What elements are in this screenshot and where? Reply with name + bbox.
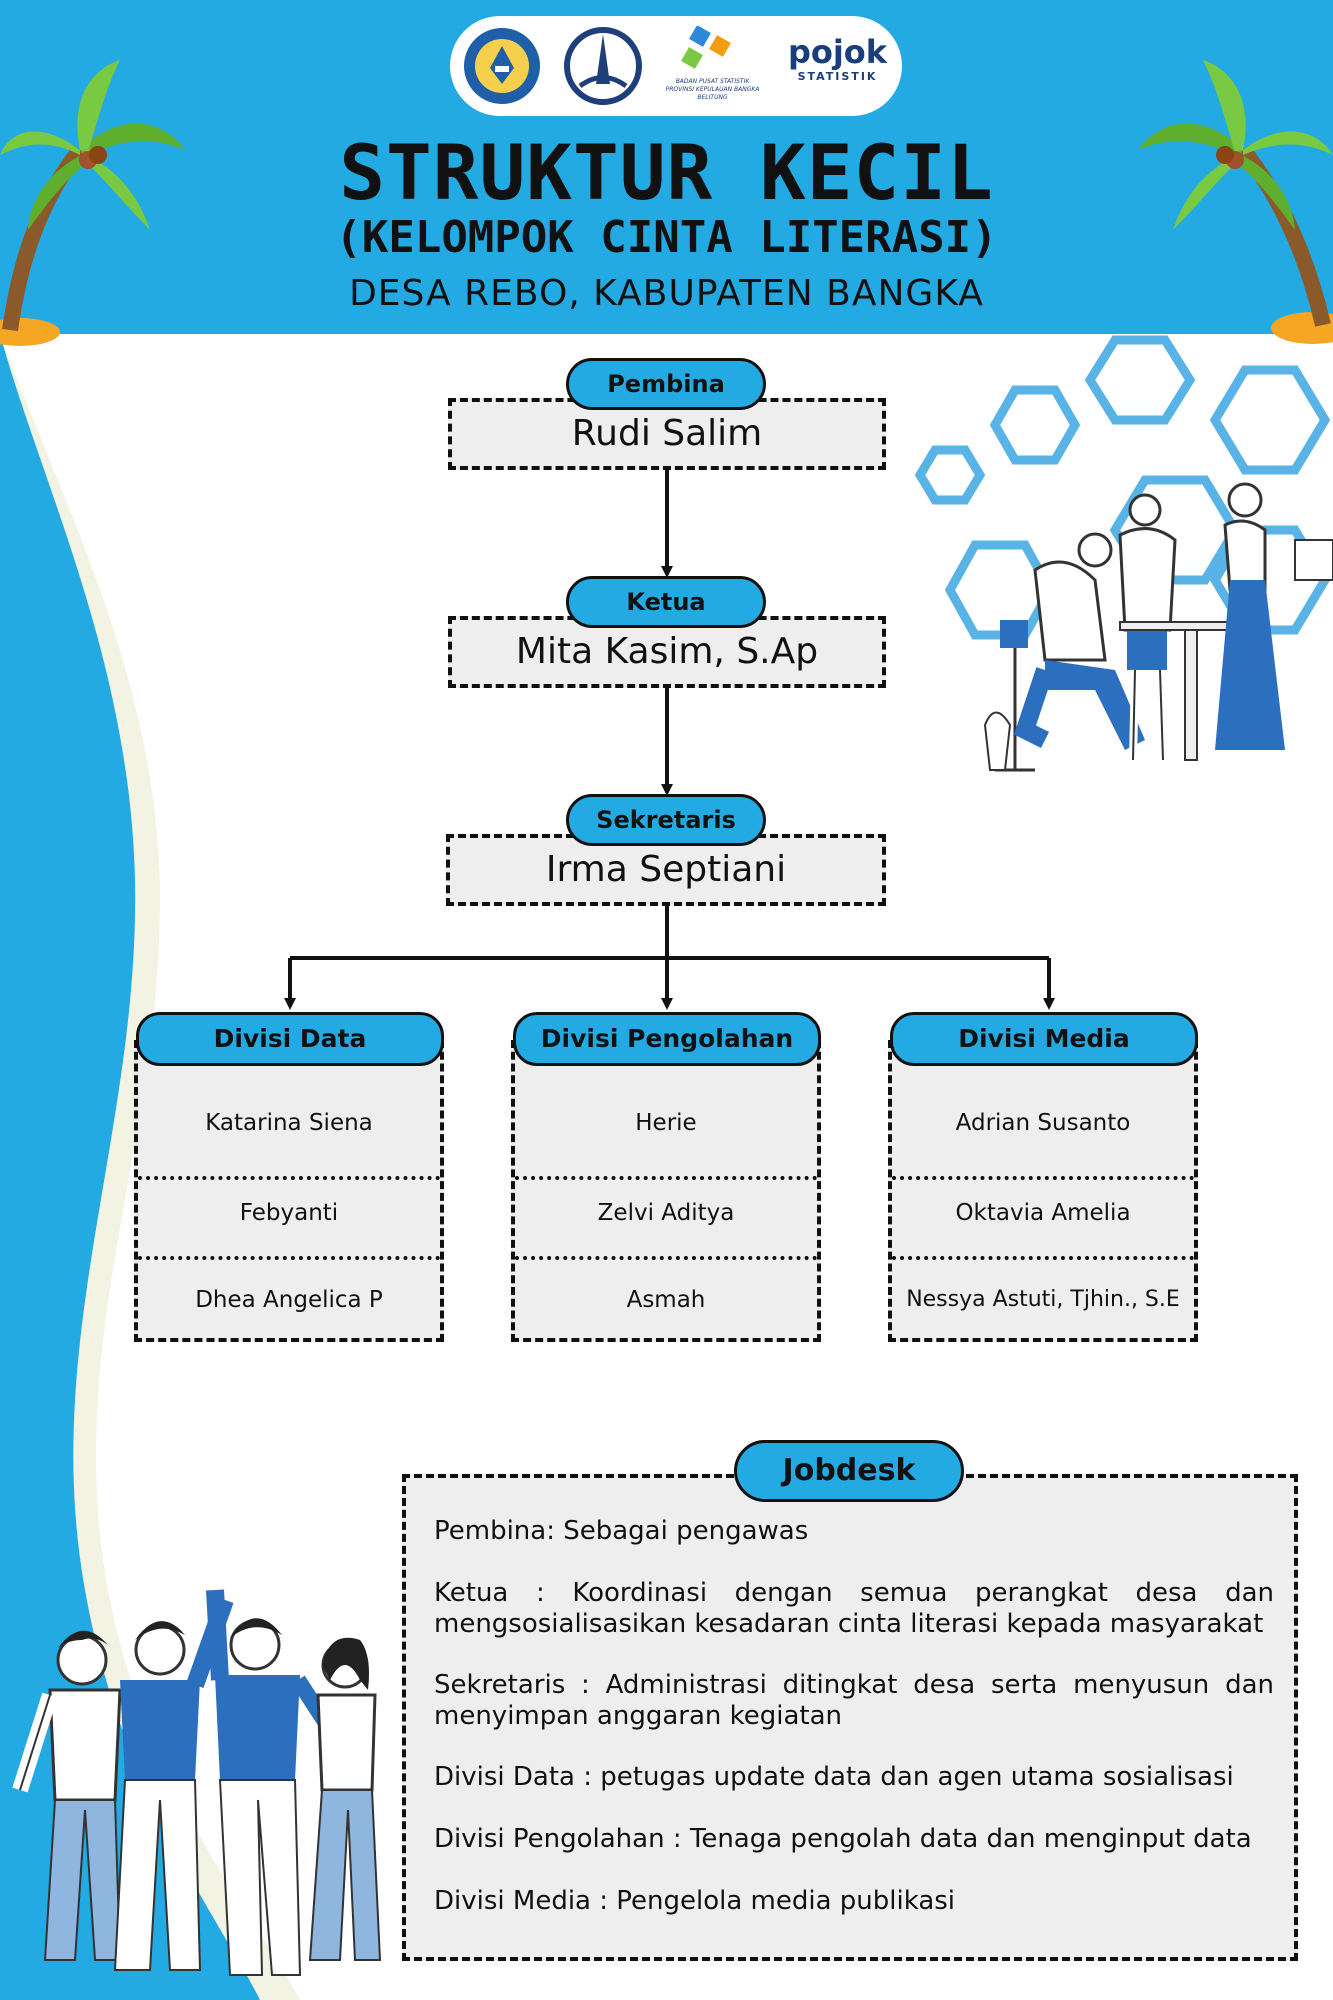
pembina-role-label: Pembina	[607, 370, 725, 398]
jobdesk-divisi-media: Divisi Media : Pengelola media publikasi	[434, 1886, 956, 1916]
pembina-role-pill: Pembina	[566, 358, 766, 410]
member-asmah: Asmah	[626, 1287, 706, 1313]
palm-tree-right-icon	[1138, 60, 1333, 344]
bps-caption-line2: PROVINSI KEPULAUAN BANGKA BELITUNG	[665, 86, 760, 101]
member-nessya-astuti: Nessya Astuti, Tjhin., S.E	[906, 1287, 1180, 1312]
member-separator	[138, 1176, 440, 1180]
logo-pill: BADAN PUSAT STATISTIK PROVINSI KEPULAUAN…	[450, 16, 902, 116]
member-herie: Herie	[635, 1110, 697, 1136]
left-wave-blue	[0, 334, 260, 2000]
page-title: STRUKTUR KECIL	[339, 128, 994, 217]
location-text: DESA REBO, KABUPATEN BANGKA	[349, 273, 984, 314]
sekretaris-role-label: Sekretaris	[596, 806, 736, 834]
pojok-logo-subword: STATISTIK	[797, 70, 878, 83]
member-separator	[515, 1176, 817, 1180]
member-katarina-siena: Katarina Siena	[205, 1110, 373, 1136]
member-separator	[138, 1256, 440, 1260]
pojok-logo-word: pojok	[787, 33, 888, 71]
jobdesk-title-pill: Jobdesk	[734, 1440, 964, 1502]
team-illustration	[915, 335, 1333, 772]
bps-logo-icon	[681, 26, 731, 69]
divisi-data-pill: Divisi Data	[136, 1012, 444, 1066]
jobdesk-title: Jobdesk	[782, 1453, 916, 1488]
page-subtitle: (KELOMPOK CINTA LITERASI)	[335, 212, 998, 263]
jobdesk-sekretaris: Sekretaris : Administrasi ditingkat desa…	[434, 1670, 1274, 1731]
member-dhea-angelica: Dhea Angelica P	[195, 1287, 383, 1313]
palm-tree-left-icon	[0, 60, 185, 346]
member-separator	[892, 1256, 1194, 1260]
ketua-name-box: Mita Kasim, S.Ap	[448, 616, 886, 688]
divisi-media-box: Adrian Susanto Oktavia Amelia Nessya Ast…	[888, 1040, 1198, 1342]
member-zelvi-aditya: Zelvi Aditya	[597, 1200, 735, 1226]
divisi-data-box: Katarina Siena Febyanti Dhea Angelica P	[134, 1040, 444, 1342]
divisi-media-label: Divisi Media	[958, 1024, 1130, 1053]
bps-caption: BADAN PUSAT STATISTIK PROVINSI KEPULAUAN…	[650, 78, 775, 102]
jobdesk-divisi-pengolahan: Divisi Pengolahan : Tenaga pengolah data…	[434, 1824, 1252, 1854]
jobdesk-divisi-data: Divisi Data : petugas update data dan ag…	[434, 1762, 1234, 1792]
divisi-pengolahan-pill: Divisi Pengolahan	[513, 1012, 821, 1066]
jobdesk-pembina: Pembina: Sebagai pengawas	[434, 1516, 809, 1546]
tut-wuri-handayani-logo-icon	[464, 28, 540, 104]
divisi-pengolahan-box: Herie Zelvi Aditya Asmah	[511, 1040, 821, 1342]
ketua-role-pill: Ketua	[566, 576, 766, 628]
jobdesk-box: Pembina: Sebagai pengawas Ketua : Koordi…	[402, 1474, 1298, 1961]
member-separator	[515, 1256, 817, 1260]
jobdesk-ketua: Ketua : Koordinasi dengan semua perangka…	[434, 1578, 1274, 1639]
member-adrian-susanto: Adrian Susanto	[955, 1110, 1131, 1136]
member-separator	[892, 1176, 1194, 1180]
pojok-statistik-logo: pojok STATISTIK	[780, 34, 895, 83]
bps-caption-line1: BADAN PUSAT STATISTIK	[675, 78, 750, 85]
sekretaris-name: Irma Septiani	[545, 849, 787, 890]
ketua-role-label: Ketua	[626, 588, 706, 616]
divisi-media-pill: Divisi Media	[890, 1012, 1198, 1066]
divisi-pengolahan-label: Divisi Pengolahan	[540, 1024, 794, 1053]
sekretaris-role-pill: Sekretaris	[566, 794, 766, 846]
member-febyanti: Febyanti	[239, 1200, 339, 1226]
high-five-illustration	[12, 1589, 382, 1976]
ubb-university-logo-icon	[564, 27, 642, 105]
ketua-name: Mita Kasim, S.Ap	[515, 631, 819, 672]
pembina-name: Rudi Salim	[571, 413, 763, 454]
member-oktavia-amelia: Oktavia Amelia	[955, 1200, 1131, 1226]
divisi-data-label: Divisi Data	[213, 1024, 367, 1053]
